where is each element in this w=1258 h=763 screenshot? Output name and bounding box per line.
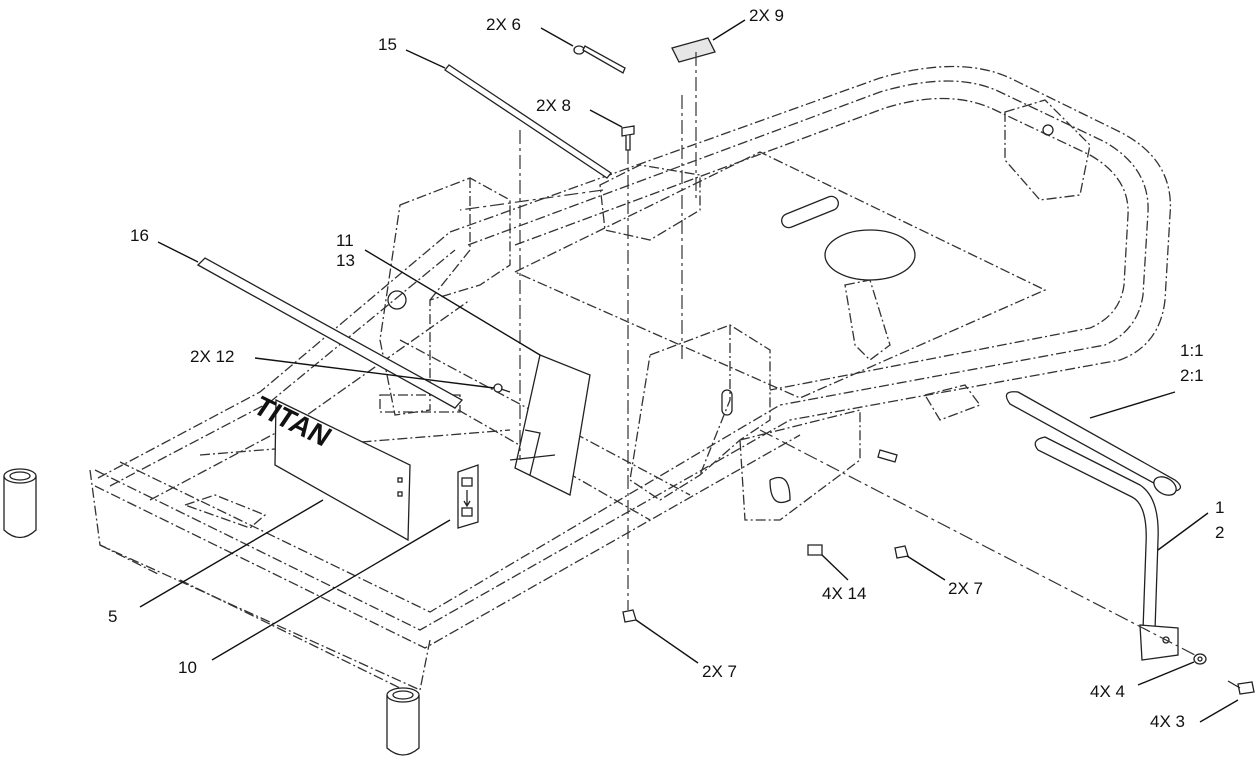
callout-5: 5	[108, 607, 117, 626]
callout-4x4: 4X 4	[1090, 682, 1125, 701]
main-frame	[89, 65, 1172, 691]
caster-socket-right	[386, 687, 420, 756]
callout-2x8: 2X 8	[536, 96, 571, 115]
handle-1-2	[1034, 436, 1179, 661]
callout-2: 2	[1215, 523, 1224, 542]
callout-1: 1	[1215, 498, 1224, 517]
callout-16: 16	[130, 226, 149, 245]
bolt-14	[807, 544, 823, 556]
caster-socket-left	[3, 468, 37, 539]
pin-6	[573, 45, 626, 74]
screw-12	[493, 383, 511, 393]
callout-2x7b: 2X 7	[702, 662, 737, 681]
bolt-3	[1227, 680, 1255, 695]
callout-11: 11	[336, 231, 354, 250]
callout-2x7a: 2X 7	[948, 579, 983, 598]
side-bolt	[877, 449, 898, 463]
callout-4x3: 4X 3	[1150, 712, 1185, 731]
titan-plate-5: TITAN	[248, 391, 411, 542]
decal-10	[457, 464, 479, 529]
callout-labels: 2X 6 2X 9 15 2X 8 16 11 13 2X 12 1:1 2:1…	[108, 6, 1224, 731]
callout-2x9: 2X 9	[749, 6, 784, 25]
callout-13: 13	[336, 251, 355, 270]
bar-16	[196, 257, 464, 409]
left-upright-bracket	[379, 177, 511, 416]
callout-10: 10	[178, 658, 197, 677]
grip-tube	[1005, 391, 1182, 496]
nut-7a	[894, 545, 909, 559]
callout-15: 15	[378, 35, 397, 54]
callout-4x14: 4X 14	[822, 584, 866, 603]
rear-center-bracket	[599, 99, 1091, 421]
callout-1-1: 1:1	[1180, 341, 1204, 360]
callout-2x12: 2X 12	[190, 347, 234, 366]
nut-7b	[622, 609, 637, 623]
plate-11-13	[509, 354, 591, 496]
assembly-guides	[459, 52, 1196, 656]
pad-9	[671, 37, 716, 63]
rod-15	[444, 64, 612, 179]
leader-lines	[139, 19, 1239, 723]
callout-2-1: 2:1	[1180, 366, 1204, 385]
washer-4	[1193, 653, 1207, 665]
right-upright-bracket	[629, 324, 861, 521]
callout-2x6: 2X 6	[486, 15, 521, 34]
bolt-8	[621, 125, 635, 151]
